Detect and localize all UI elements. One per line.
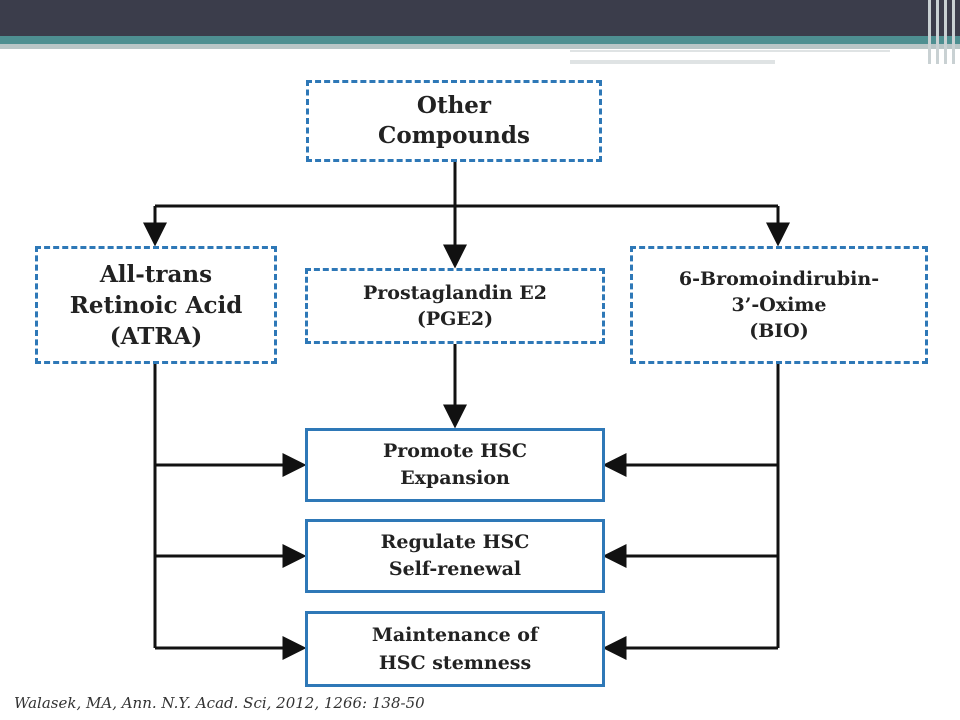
node-pge2-line-2: (PGE2)	[416, 308, 494, 330]
node-regulate-line-2: Self-renewal	[388, 558, 522, 580]
header-stripes	[924, 0, 960, 64]
citation: Walasek, MA, Ann. N.Y. Acad. Sci, 2012, …	[14, 694, 425, 712]
node-pge2: Prostaglandin E2 (PGE2)	[305, 268, 605, 344]
node-bio-line-1: 6-Bromoindirubin-	[678, 268, 880, 290]
node-atra-line-3: (ATRA)	[109, 322, 203, 350]
node-bio-line-3: (BIO)	[749, 320, 809, 342]
node-other-line-2: Compounds	[378, 122, 530, 149]
node-promote-line-1: Promote HSC	[382, 440, 528, 462]
node-atra: All-trans Retinoic Acid (ATRA)	[35, 246, 277, 364]
header-accent-bar	[0, 36, 960, 44]
node-promote-expansion: Promote HSC Expansion	[305, 428, 605, 502]
node-bio: 6-Bromoindirubin- 3’-Oxime (BIO)	[630, 246, 928, 364]
node-other-line-1: Other	[416, 92, 492, 119]
node-pge2-line-1: Prostaglandin E2	[362, 282, 548, 304]
node-atra-line-2: Retinoic Acid	[69, 291, 243, 319]
node-maintain-line-1: Maintenance of	[371, 624, 539, 646]
node-maintain-line-2: HSC stemness	[378, 652, 532, 674]
header-rule	[570, 50, 890, 52]
node-regulate-line-1: Regulate HSC	[380, 531, 530, 553]
node-maintenance-stemness: Maintenance of HSC stemness	[305, 611, 605, 687]
node-promote-line-2: Expansion	[400, 467, 510, 489]
node-other-compounds: Other Compounds	[306, 80, 602, 162]
header-bar	[0, 0, 960, 36]
node-regulate-self-renewal: Regulate HSC Self-renewal	[305, 519, 605, 593]
header-rule-short	[570, 60, 775, 64]
node-atra-line-1: All-trans	[99, 260, 213, 288]
node-bio-line-2: 3’-Oxime	[731, 294, 827, 316]
header-sub-bar	[0, 44, 960, 49]
